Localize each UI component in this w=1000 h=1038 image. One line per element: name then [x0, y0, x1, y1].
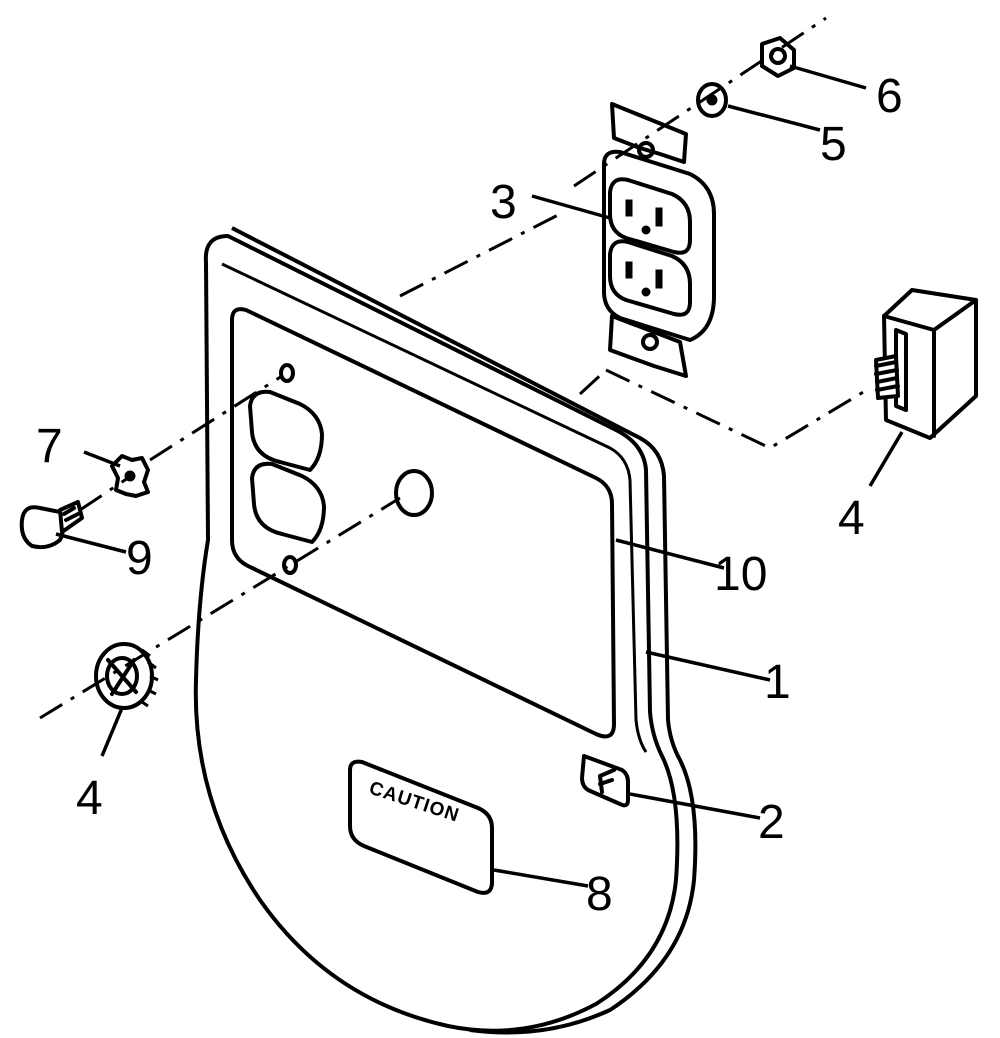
callout-2: 2 — [758, 796, 785, 849]
callout-9: 9 — [126, 532, 153, 585]
lock-washer — [110, 454, 150, 498]
receptacle-opening-bottom — [250, 461, 326, 544]
knurled-nut — [94, 642, 159, 710]
rocker-switch — [874, 288, 978, 440]
callout-4-nut: 4 — [76, 772, 103, 825]
washer — [696, 82, 728, 118]
screw-hole-top — [279, 363, 295, 383]
callout-1: 1 — [764, 656, 791, 709]
assembly-lines — [39, 16, 871, 720]
callout-3: 3 — [490, 176, 517, 229]
callout-6: 6 — [876, 70, 903, 123]
callout-8: 8 — [586, 868, 613, 921]
callout-4-switch: 4 — [838, 492, 865, 545]
switch-hole — [394, 469, 434, 517]
screw — [19, 500, 84, 550]
callout-7: 7 — [36, 420, 63, 473]
label-plate-small — [580, 754, 630, 808]
callout-5: 5 — [820, 118, 847, 171]
caution-plate: CAUTION — [348, 759, 494, 895]
callouts: 1 2 3 4 4 5 6 7 8 9 10 — [36, 70, 903, 921]
screw-hole-bottom — [282, 555, 298, 575]
gasket-frame — [230, 307, 616, 739]
leader-lines — [55, 64, 904, 888]
callout-10: 10 — [714, 548, 767, 601]
receptacle-opening-top — [248, 389, 324, 472]
duplex-receptacle — [602, 102, 716, 378]
